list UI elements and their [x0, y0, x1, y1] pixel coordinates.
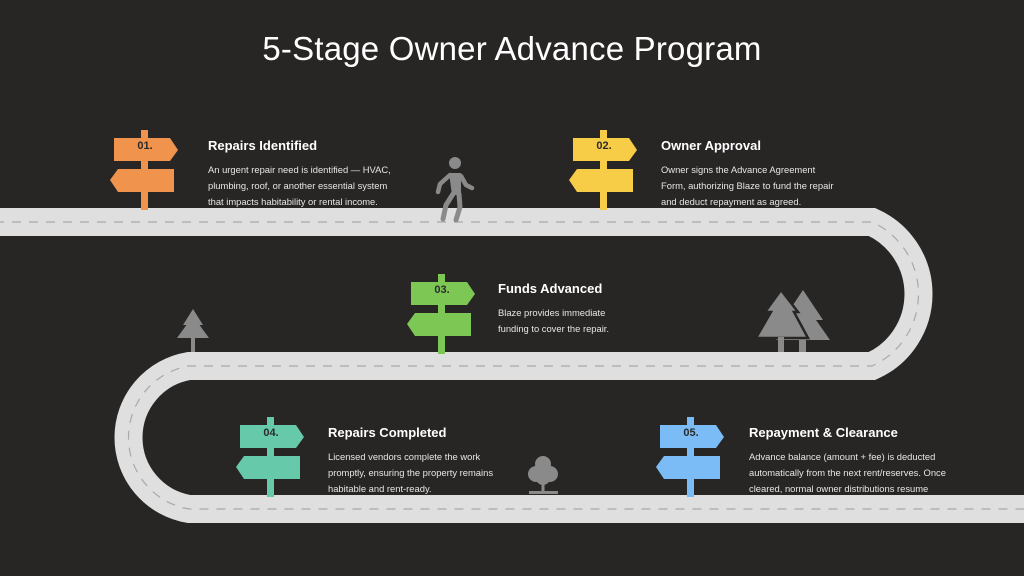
stage-3-signpost: 03. [405, 274, 477, 354]
stage-5-description: Advance balance (amount + fee) is deduct… [749, 449, 946, 497]
stage-3-title: Funds Advanced [498, 281, 603, 296]
stage-1-number: 01. [137, 140, 153, 152]
stage-4-text: Repairs Completed Licensed vendors compl… [328, 425, 493, 497]
round-tree-icon [528, 456, 558, 494]
stage-2-signpost: 02. [567, 130, 639, 210]
pine-tree-icon [177, 309, 209, 352]
stage-5-text: Repayment & Clearance Advance balance (a… [749, 425, 946, 497]
description-line: An urgent repair need is identified — HV… [208, 164, 391, 175]
stage-4-number: 04. [263, 427, 279, 439]
description-line: Licensed vendors complete the work [328, 451, 481, 462]
description-line: funding to cover the repair. [498, 323, 610, 334]
stage-3-text: Funds Advanced Blaze provides immediate … [498, 281, 609, 337]
signpost-icon [569, 130, 637, 210]
stage-1-description: An urgent repair need is identified — HV… [208, 162, 391, 210]
signpost-icon [656, 417, 724, 497]
description-line: plumbing, roof, or another essential sys… [208, 180, 388, 191]
page-title: 5-Stage Owner Advance Program [262, 30, 762, 67]
stage-2-title: Owner Approval [661, 138, 761, 153]
signpost-icon [236, 417, 304, 497]
stage-5-title: Repayment & Clearance [749, 425, 898, 440]
signpost-icon [407, 274, 475, 354]
stage-4-description: Licensed vendors complete the work promp… [328, 449, 493, 497]
stage-4-title: Repairs Completed [328, 425, 447, 440]
stage-4-signpost: 04. [234, 417, 306, 497]
description-line: cleared, normal owner distributions resu… [749, 483, 929, 494]
stage-1-title: Repairs Identified [208, 138, 318, 153]
stage-5-signpost: 05. [654, 417, 726, 497]
description-line: and deduct repayment as agreed. [661, 196, 802, 207]
stage-2-text: Owner Approval Owner signs the Advance A… [661, 138, 834, 210]
stage-3-description: Blaze provides immediate funding to cove… [498, 305, 609, 337]
stage-1-signpost: 01. [108, 130, 180, 210]
description-line: promptly, ensuring the property remains [328, 467, 494, 478]
stage-2-number: 02. [596, 140, 612, 152]
description-line: Form, authorizing Blaze to fund the repa… [661, 180, 834, 191]
stage-1-text: Repairs Identified An urgent repair need… [208, 138, 391, 210]
description-line: Blaze provides immediate [498, 307, 606, 318]
description-line: Advance balance (amount + fee) is deduct… [749, 451, 936, 462]
description-line: Owner signs the Advance Agreement [661, 164, 816, 175]
road-center-dashes [0, 221, 1024, 510]
stage-3-number: 03. [434, 284, 450, 296]
signpost-icon [110, 130, 178, 210]
description-line: automatically from the next rent/reserve… [749, 467, 946, 478]
twin-pine-trees-icon [753, 287, 830, 352]
description-line: that impacts habitability or rental inco… [208, 196, 378, 207]
stage-2-description: Owner signs the Advance Agreement Form, … [661, 162, 834, 210]
walking-person-icon [435, 157, 475, 223]
stage-5-number: 05. [683, 427, 699, 439]
description-line: habitable and rent-ready. [328, 483, 432, 494]
